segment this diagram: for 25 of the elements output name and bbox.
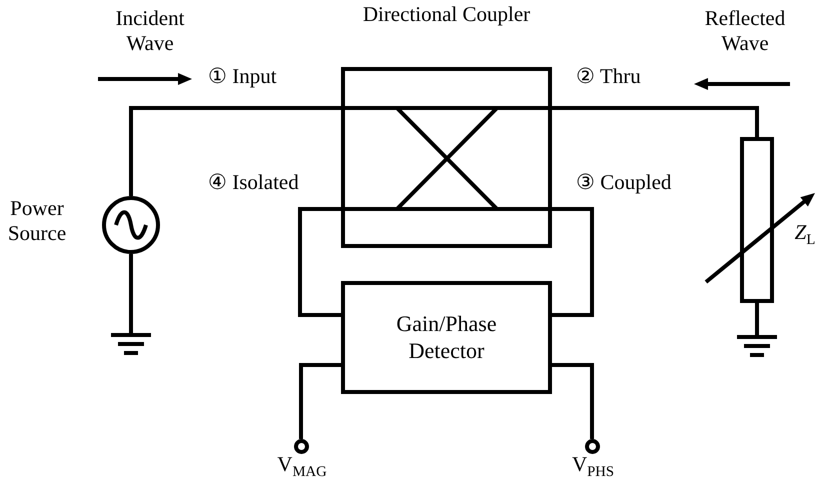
wave-label: Reflected Wave	[704, 6, 786, 56]
terminal-circle	[294, 439, 309, 454]
port-label: ③ Coupled	[576, 170, 672, 196]
wave-label: Incident Wave	[114, 6, 186, 56]
wire	[552, 363, 594, 439]
wire	[298, 207, 341, 317]
port-label: ④ Isolated	[208, 170, 299, 196]
wire	[552, 106, 759, 137]
wire	[299, 363, 341, 439]
detector-box: Gain/Phase Detector	[341, 281, 552, 394]
voltage-label: V$_{PHS}$	[570, 452, 616, 482]
wire	[755, 303, 759, 335]
terminal-circle	[585, 439, 600, 454]
port-label: ② Thru	[576, 64, 641, 90]
wire	[129, 106, 341, 196]
voltage-label: V$_{MAG}$	[276, 452, 328, 482]
ground-symbol	[737, 335, 777, 357]
port-label: ① Input	[208, 64, 277, 90]
wire	[552, 207, 594, 317]
load-resistor	[740, 137, 774, 303]
ground-symbol	[111, 333, 151, 355]
source-label: Power Source	[6, 196, 68, 246]
impedance-label: Z$_{L}$	[794, 220, 816, 250]
wire	[129, 254, 133, 333]
coupler-title: Directional Coupler	[362, 2, 532, 28]
